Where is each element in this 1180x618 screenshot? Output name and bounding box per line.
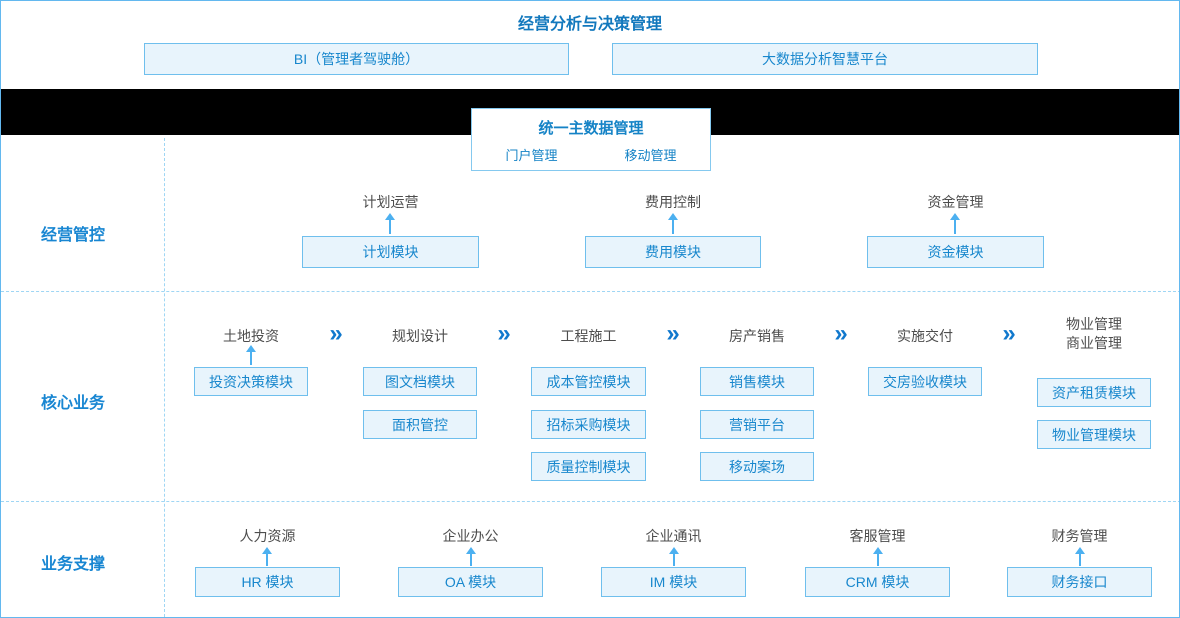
module-box: 图文档模块: [363, 367, 477, 396]
module-box: 财务接口: [1007, 567, 1152, 597]
stage-label: 财务管理: [1051, 528, 1108, 544]
module-box: 资产租赁模块: [1037, 378, 1151, 407]
up-arrow-icon: [668, 547, 680, 566]
up-arrow-icon: [384, 213, 396, 234]
stage-label: 实施交付: [897, 328, 953, 344]
up-arrow-icon: [949, 213, 961, 234]
module-box: 物业管理模块: [1037, 420, 1151, 449]
bi-cockpit-box: BI（管理者驾驶舱）: [144, 43, 569, 75]
up-arrow-icon: [245, 345, 257, 365]
module-box: 销售模块: [700, 367, 814, 396]
row-divider-2: [1, 501, 1179, 502]
stage-label: 人力资源: [239, 528, 296, 544]
stage-label: 工程施工: [560, 328, 617, 344]
double-chevron-icon: »: [1002, 320, 1016, 347]
master-data-title: 统一主数据管理: [538, 120, 644, 137]
row-label-core: 核心业务: [41, 395, 106, 412]
stage-label: 计划运营: [362, 194, 419, 210]
module-box: 招标采购模块: [531, 410, 646, 439]
double-chevron-icon: »: [834, 320, 848, 347]
mobile-mgmt-item: 移动管理: [624, 148, 677, 163]
master-data-box: 统一主数据管理 门户管理 移动管理: [471, 108, 711, 171]
stage-label: 企业通讯: [645, 528, 702, 544]
module-box: 成本管控模块: [531, 367, 646, 396]
module-box: 资金模块: [867, 236, 1044, 268]
module-box: 计划模块: [302, 236, 479, 268]
stage-label: 规划设计: [392, 328, 448, 344]
module-box: IM 模块: [601, 567, 746, 597]
stage-label: 土地投资: [223, 328, 279, 344]
stage-label: 客服管理: [849, 528, 906, 544]
module-box: 面积管控: [363, 410, 477, 439]
module-box: 质量控制模块: [531, 452, 646, 481]
module-box: 投资决策模块: [194, 367, 308, 396]
portal-mgmt-item: 门户管理: [505, 148, 558, 163]
stage-label-line2: 商业管理: [1066, 335, 1122, 351]
stage-label-line1: 物业管理: [1066, 316, 1122, 332]
module-box: CRM 模块: [805, 567, 950, 597]
row-label-support: 业务支撑: [41, 556, 106, 573]
page-title: 经营分析与决策管理: [517, 16, 662, 33]
up-arrow-icon: [1074, 547, 1086, 566]
stage-label-two-line: 物业管理 商业管理: [1037, 315, 1151, 353]
double-chevron-icon: »: [497, 320, 511, 347]
module-box: 营销平台: [700, 410, 814, 439]
stage-label: 企业办公: [442, 528, 499, 544]
up-arrow-icon: [667, 213, 679, 234]
stage-label: 费用控制: [645, 194, 701, 210]
row-divider-1: [1, 291, 1179, 292]
stage-label: 房产销售: [729, 328, 785, 344]
module-box: OA 模块: [398, 567, 543, 597]
module-box: 移动案场: [700, 452, 814, 481]
bigdata-platform-box: 大数据分析智慧平台: [612, 43, 1038, 75]
up-arrow-icon: [465, 547, 477, 566]
module-box: 交房验收模块: [868, 367, 982, 396]
double-chevron-icon: »: [329, 320, 343, 347]
double-chevron-icon: »: [666, 320, 680, 347]
module-box: HR 模块: [195, 567, 340, 597]
row-label-operations: 经营管控: [41, 227, 106, 244]
module-box: 费用模块: [585, 236, 761, 268]
up-arrow-icon: [872, 547, 884, 566]
stage-label: 资金管理: [927, 194, 984, 210]
vertical-dashed-divider: [164, 138, 165, 617]
up-arrow-icon: [261, 547, 273, 566]
